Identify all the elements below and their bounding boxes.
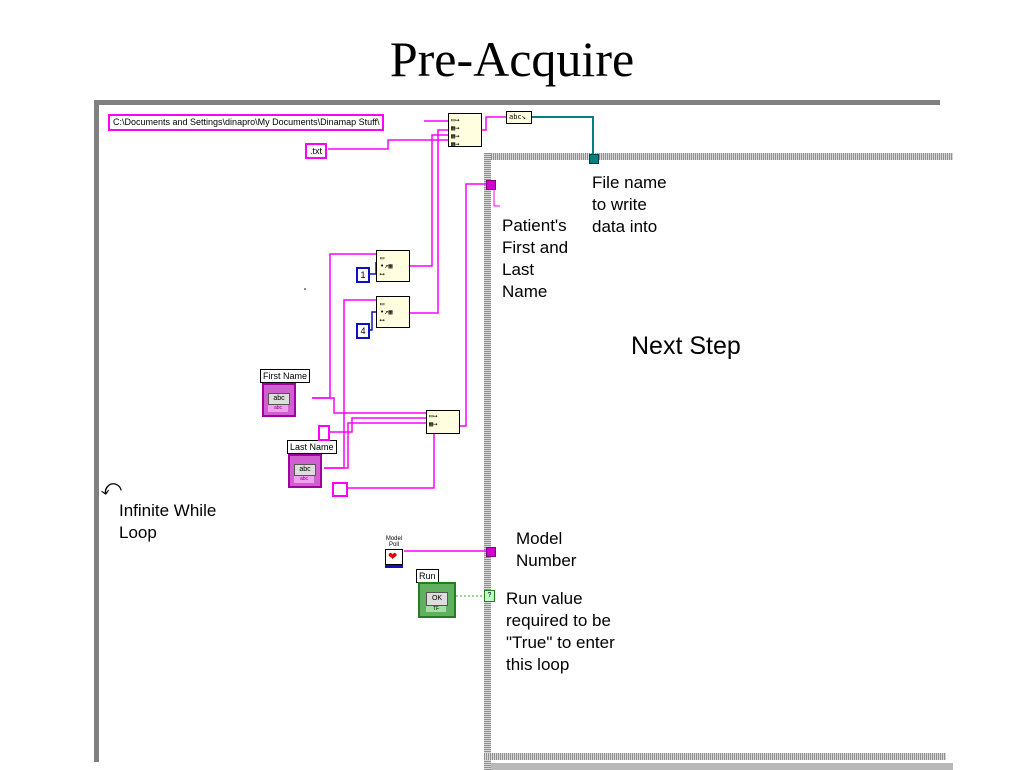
annotation-line: data into [592,217,658,236]
annotation-line: Number [516,551,577,570]
string-constant-small[interactable] [332,482,348,497]
space-constant[interactable] [318,425,330,441]
heart-icon: ❤ [388,551,398,563]
case-selector[interactable]: ? [484,590,495,602]
wire-path-to-case [530,116,594,158]
next-step-annotation: Next Step [631,332,741,360]
annotation-line: Patient's [502,216,567,235]
name-tunnel [486,180,496,190]
wire-concat-to-convert [480,116,506,131]
annotation-line: Loop [119,523,157,542]
model-number-annotation: Model Number [516,528,576,572]
run-value-annotation: Run value required to be "True" to enter… [506,588,615,676]
first-name-label: First Name [260,369,311,383]
model-poll-control[interactable]: Model Poll ❤ [385,536,403,566]
annotation-line: Infinite While [119,501,217,520]
annotation-line: Run value [506,589,583,608]
stray-dot [304,288,306,290]
infinite-loop-annotation: Infinite While Loop [119,500,216,544]
run-type-tag: TF [426,606,446,612]
run-label: Run [416,569,439,583]
annotation-line: Model [516,529,563,548]
concatenate-strings-node[interactable]: ▭→▦→▦→▦→ [448,113,482,148]
run-button-display: OK [426,592,448,606]
annotation-line: File name [592,173,667,192]
string-subset-node-2[interactable]: ▭•↗▦⟷ [376,296,410,328]
loop-arrow-icon: ⤺ [98,475,124,501]
wire-lastname-concat [324,422,426,469]
string-to-path-node[interactable]: abc↘ [506,111,532,124]
concat-icon: ▭→▦→ [429,412,438,428]
string-subset-node-1[interactable]: ▭•↗▦⟷ [376,250,410,282]
concatenate-name-node[interactable]: ▭→▦→ [426,410,460,434]
case-structure-frame [484,153,953,770]
last-name-label: Last Name [287,440,337,454]
model-poll-button[interactable]: ❤ [385,549,403,565]
slide-title: Pre-Acquire [389,31,635,87]
first-name-display: abc [268,393,290,405]
file-name-annotation: File name to write data into [592,172,667,238]
concat-icon: ▭→▦→▦→▦→ [451,116,460,148]
model-poll-underline [385,565,403,568]
subset-icon: ▭•↗▦⟷ [380,254,393,278]
wire-substr2-to-concat [408,129,448,314]
wire-num4 [370,311,376,331]
wire-firstname-concat [312,397,426,414]
first-name-control[interactable]: abc abc [262,383,296,417]
wire-name-to-case [458,183,490,427]
annotation-line: required to be [506,611,611,630]
path-constant[interactable]: C:\Documents and Settings\dinapro\My Doc… [108,114,385,131]
wire-substr1-to-concat [408,134,448,267]
last-name-display: abc [294,464,316,476]
numeric-constant-4[interactable]: 4 [356,323,370,339]
model-poll-label: Model Poll [385,536,403,548]
path-tunnel [589,154,599,164]
wire-space-concat [330,417,426,433]
while-loop-frame-top [94,100,940,105]
while-loop-frame-left [94,100,99,762]
last-name-type-tag: abc [294,476,314,483]
numeric-constant-1[interactable]: 1 [356,267,370,283]
convert-icon: abc↘ [509,113,526,121]
case-structure-frame-bottom [484,753,946,760]
annotation-line: First and [502,238,569,257]
model-tunnel [486,547,496,557]
first-name-type-tag: abc [268,405,288,412]
last-name-control[interactable]: abc abc [288,454,322,488]
wire-const-concat [346,430,435,489]
run-control[interactable]: OK TF [418,582,456,618]
subset-icon: ▭•↗▦⟷ [380,300,393,324]
annotation-line: this loop [506,655,570,674]
annotation-line: Last [502,260,535,279]
annotation-line: to write [592,195,647,214]
wire-ext-to-concat [328,139,448,150]
patient-name-annotation: Patient's First and Last Name [502,215,568,303]
annotation-line: Name [502,282,548,301]
extension-constant[interactable]: .txt [305,143,328,159]
annotation-line: "True" to enter [506,633,615,652]
